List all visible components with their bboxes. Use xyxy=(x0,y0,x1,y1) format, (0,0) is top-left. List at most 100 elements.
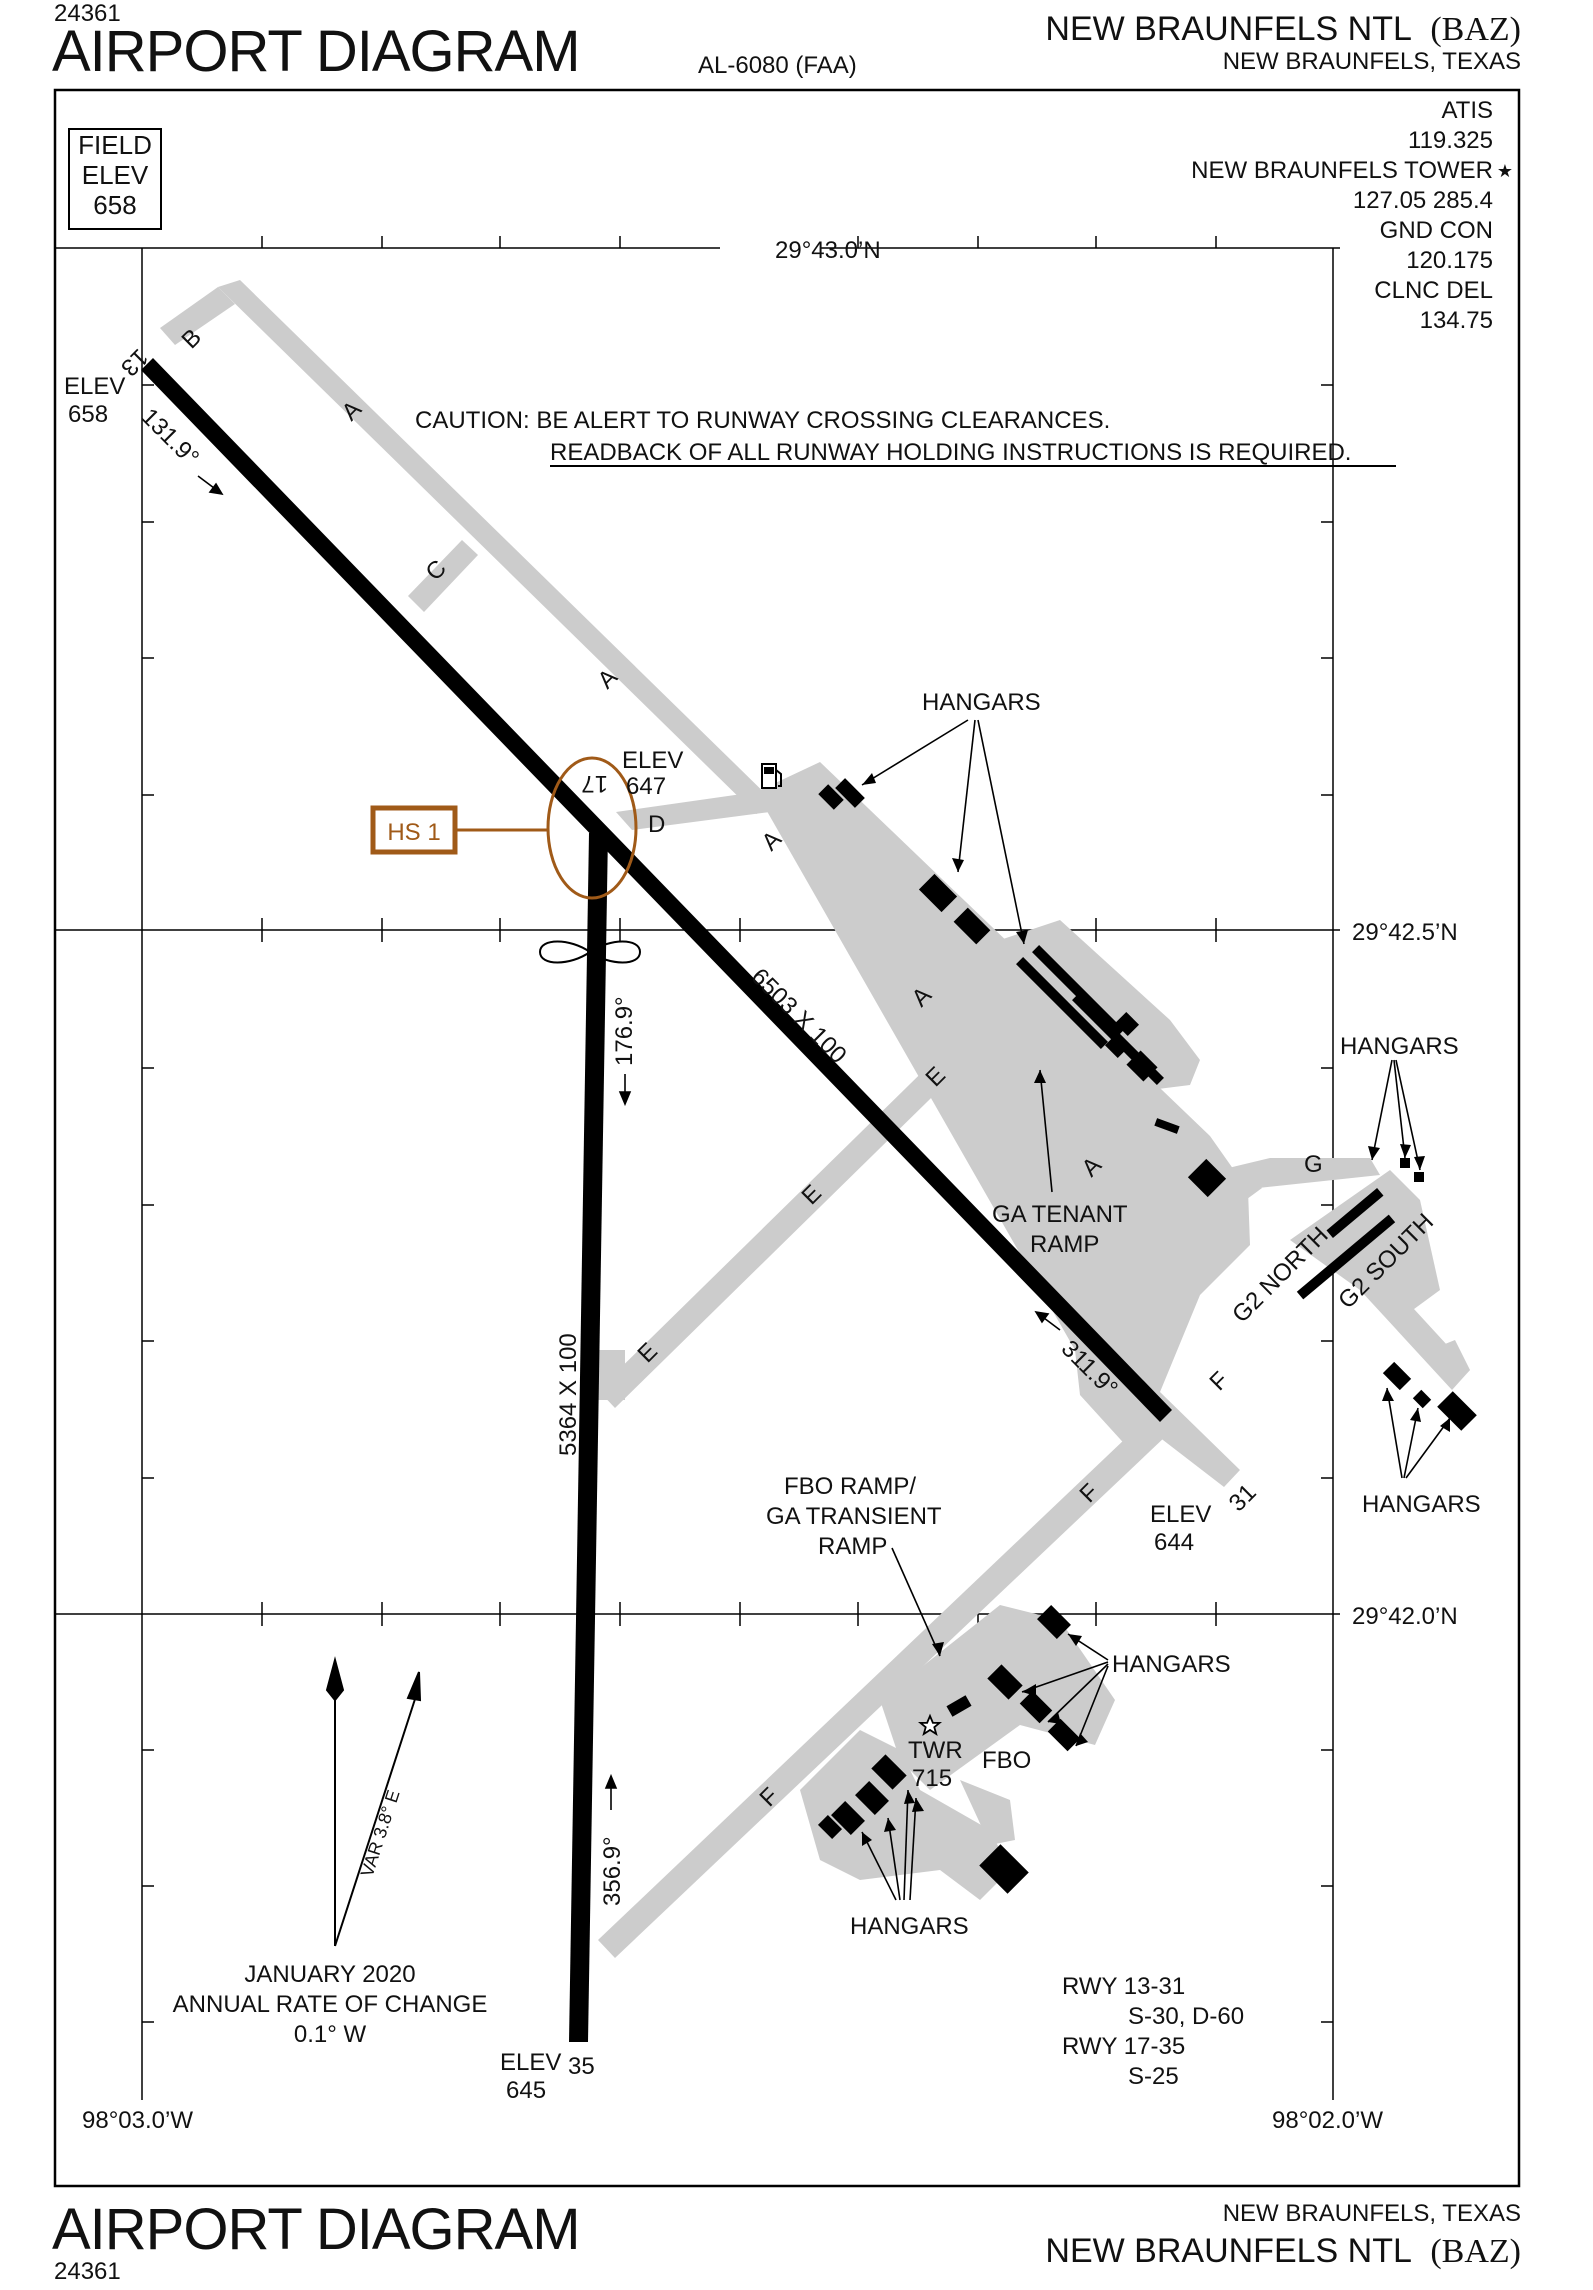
tower-icon xyxy=(917,1713,943,1737)
atis-frequency: 119.325 xyxy=(1408,127,1493,154)
heading-17: 176.9° xyxy=(611,996,638,1066)
hangar xyxy=(831,1801,865,1835)
caution-line-1: CAUTION: BE ALERT TO RUNWAY CROSSING CLE… xyxy=(415,407,1110,434)
airport-name: NEW BRAUNFELS NTL xyxy=(1045,10,1412,48)
g-taxiway-connector xyxy=(1185,1170,1262,1230)
hangar xyxy=(1037,1605,1071,1639)
taxiway-b xyxy=(160,287,235,345)
airport-name-bottom: NEW BRAUNFELS NTL (BAZ) xyxy=(1045,2232,1521,2271)
heading-arrows xyxy=(197,475,1061,1810)
clearance-label: CLNC DEL xyxy=(1374,277,1493,304)
hotspot-ellipse xyxy=(546,756,638,900)
lat-label-top: 29°43.0’N xyxy=(775,237,881,264)
star-icon: ★ xyxy=(1496,161,1513,181)
airport-id: (BAZ) xyxy=(1430,11,1521,48)
clearance-frequency: 134.75 xyxy=(1419,307,1493,334)
taxiway-d xyxy=(616,792,770,830)
magvar-rate: 0.1° W xyxy=(294,2021,367,2048)
hangar-long xyxy=(1032,945,1124,1037)
hotspot-box xyxy=(370,805,458,855)
hangar xyxy=(1114,1011,1140,1037)
hangar xyxy=(987,1664,1023,1700)
g-south-hangar xyxy=(1296,1214,1396,1300)
tower-label-row: NEW BRAUNFELS TOWER★ xyxy=(1191,156,1513,186)
runway-17-35-dims: 5364 X 100 xyxy=(555,1333,582,1456)
elev-13-value: 658 xyxy=(68,401,108,428)
ground-frequency: 120.175 xyxy=(1406,247,1493,274)
south-ramp xyxy=(800,1730,1010,1900)
diagram-frame xyxy=(53,88,1521,2188)
airport-name: NEW BRAUNFELS NTL xyxy=(1045,2232,1412,2270)
ga-tenant-ramp-label-2: RAMP xyxy=(1030,1231,1099,1258)
g-north-hangar xyxy=(1326,1187,1384,1239)
lat-label-mid: 29°42.5’N xyxy=(1352,919,1458,946)
field-elev-value: 658 xyxy=(93,190,137,220)
magnetic-variation-arrows xyxy=(325,1656,422,1947)
taxiway-f-main xyxy=(598,1400,1185,1958)
strength-rwy2-value: S-25 xyxy=(1128,2063,1179,2090)
fbo-ramp xyxy=(880,1605,1115,1790)
hangar xyxy=(918,873,958,913)
hangar xyxy=(1414,1172,1424,1182)
hangar xyxy=(871,1754,907,1790)
tower-frequency: 127.05 285.4 xyxy=(1352,187,1493,214)
fbo-label: FBO xyxy=(982,1747,1031,1774)
taxiways-and-ramps xyxy=(160,280,1470,1958)
hangar-large xyxy=(979,1844,1029,1894)
hangar xyxy=(1187,1158,1227,1198)
elev-35-label: ELEV xyxy=(500,2049,561,2076)
elev-17-label: ELEV xyxy=(622,747,683,774)
lat-label-low: 29°42.0’N xyxy=(1352,1603,1458,1630)
runway-threshold-symbol xyxy=(538,940,642,964)
magvar-date: JANUARY 2020 xyxy=(244,1961,415,1988)
lon-label-left: 98°03.0’W xyxy=(82,2107,193,2134)
hangar xyxy=(1019,1690,1053,1724)
doc-number-top: 24361 xyxy=(54,0,121,27)
heading-35: 356.9° xyxy=(599,1836,626,1906)
arrowheads xyxy=(862,773,1450,1846)
hangar xyxy=(817,1814,843,1840)
runway-35-label: 35 xyxy=(568,2053,595,2080)
hangar xyxy=(953,907,991,945)
hangars-label-east: HANGARS xyxy=(1340,1033,1459,1060)
g-taxiway-top xyxy=(1220,1158,1380,1190)
building-fuel-north xyxy=(818,784,844,810)
taxiway-e-stub xyxy=(598,1350,625,1400)
strength-rwy1-value: S-30, D-60 xyxy=(1128,2003,1244,2030)
airport-name-top: NEW BRAUNFELS NTL (BAZ) xyxy=(1045,10,1521,49)
elev-31-value: 644 xyxy=(1154,1529,1194,1556)
atis-label: ATIS xyxy=(1441,97,1493,124)
magvar-label: VAR 3.8° E xyxy=(357,1788,404,1880)
magvar-rate-label: ANNUAL RATE OF CHANGE xyxy=(173,1991,488,2018)
airport-id: (BAZ) xyxy=(1430,2233,1521,2270)
building xyxy=(835,778,865,808)
runway-17-35 xyxy=(569,833,608,2042)
ground-label: GND CON xyxy=(1379,217,1493,244)
elev-31-label: ELEV xyxy=(1150,1501,1211,1528)
runway-31-label: 31 xyxy=(1224,1479,1262,1517)
hangar xyxy=(1412,1389,1432,1409)
caution-line-2: READBACK OF ALL RUNWAY HOLDING INSTRUCTI… xyxy=(550,439,1351,466)
hangar xyxy=(855,1781,889,1815)
taxiway-c xyxy=(408,540,478,612)
taxiway-label-f: F xyxy=(1205,1367,1234,1396)
ga-tenant-ramp-label-1: GA TENANT xyxy=(992,1201,1128,1228)
field-elevation-box: FIELD ELEV 658 xyxy=(68,128,162,230)
fbo-ramp-tail xyxy=(960,1780,1015,1845)
main-ramp xyxy=(756,762,1250,1487)
fbo-ramp-label-3: RAMP xyxy=(818,1533,887,1560)
hangar xyxy=(1382,1361,1412,1391)
city-state-bottom: NEW BRAUNFELS, TEXAS xyxy=(1222,2200,1521,2227)
elev-35-value: 645 xyxy=(506,2077,546,2104)
hangar xyxy=(1126,1050,1158,1082)
taxiway-label-d: D xyxy=(648,811,665,838)
runway-17-label: 17 xyxy=(581,770,608,797)
hangar xyxy=(1104,1033,1130,1059)
page-title-bottom: AIRPORT DIAGRAM xyxy=(52,2197,581,2262)
runway-13-31-dims: 6503 X 100 xyxy=(746,963,852,1069)
hangars-label-north: HANGARS xyxy=(922,689,1041,716)
field-elev-line2: ELEV xyxy=(81,160,149,190)
runway-13-31 xyxy=(141,358,1172,1422)
hangar xyxy=(1400,1158,1410,1168)
